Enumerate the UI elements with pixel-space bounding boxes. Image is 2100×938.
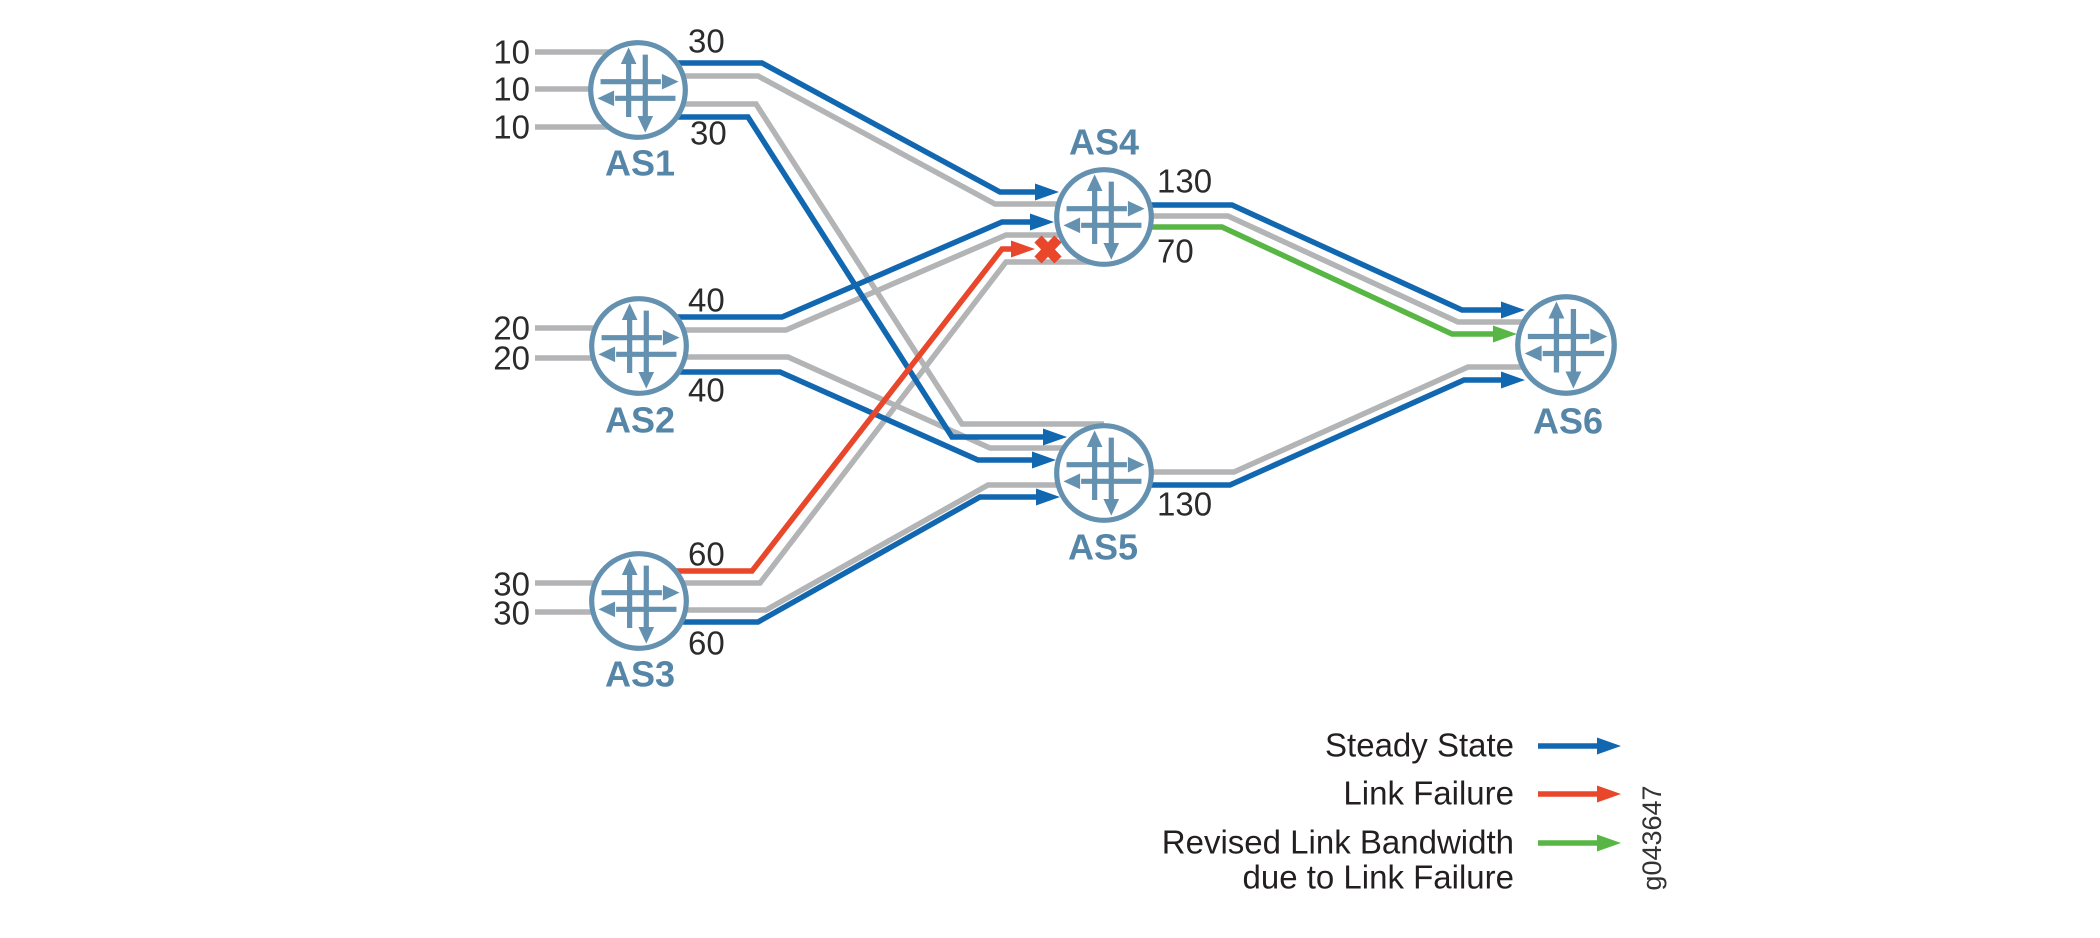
as4-out-top-value: 130 [1157, 163, 1212, 200]
as3-out-top-value: 60 [688, 536, 725, 573]
as2-label: AS2 [605, 400, 675, 441]
figure-id-label: g043647 [1637, 785, 1667, 890]
legend-revised-line1-label: Revised Link Bandwidth [1162, 824, 1514, 861]
as2-in2-value: 20 [493, 340, 530, 377]
ingress-links [535, 49, 640, 615]
link-as2-as5-gray [639, 354, 1104, 451]
as3-in1-value: 30 [493, 566, 530, 603]
link-as4-as6-gray [1104, 213, 1566, 325]
as3-label: AS3 [605, 654, 675, 695]
as2-out-bottom-value: 40 [688, 372, 725, 409]
as3-router-icon [592, 554, 687, 649]
as1-in1-value: 10 [493, 34, 530, 71]
link-as2-as5-steady [639, 369, 1056, 469]
link-as1-as5-gray [638, 101, 1104, 427]
link-as3-as4-failure [639, 240, 1035, 574]
as3-in2-value: 30 [493, 595, 530, 632]
as1-out-bottom-value: 30 [690, 115, 727, 152]
as6-router-icon [1518, 297, 1614, 393]
link-as5-as6-gray [1104, 364, 1566, 475]
as1-out-top-value: 30 [688, 23, 725, 60]
link-as3-as5-steady [639, 488, 1060, 625]
as2-router-icon [592, 299, 687, 394]
as2-out-top-value: 40 [688, 282, 725, 319]
as4-router-icon [1057, 170, 1152, 265]
link-as2-as4-steady [639, 213, 1054, 320]
as1-in3-value: 10 [493, 109, 530, 146]
as6-label: AS6 [1533, 401, 1603, 442]
as1-in2-value: 10 [493, 71, 530, 108]
as1-router-icon [591, 43, 686, 138]
as2-in1-value: 20 [493, 310, 530, 347]
legend-link-failure-label: Link Failure [1343, 775, 1514, 812]
link-as2-as4-gray [639, 232, 1104, 333]
legend-steady-state-label: Steady State [1325, 727, 1514, 764]
as4-out-bottom-value: 70 [1157, 233, 1194, 270]
as5-label: AS5 [1068, 527, 1138, 568]
link-as3-as5-gray [639, 482, 1104, 613]
link-as4-as6-revised [1104, 224, 1517, 343]
as3-out-bottom-value: 60 [688, 625, 725, 662]
link-failure-x-icon [1034, 235, 1062, 264]
as4-label: AS4 [1069, 122, 1139, 163]
legend: Steady State Link Failure Revised Link B… [1162, 727, 1667, 896]
as5-router-icon [1057, 426, 1152, 521]
link-as5-as6-steady [1104, 371, 1525, 488]
link-as4-as6-steady [1104, 202, 1525, 319]
steady-state-links [638, 60, 1525, 625]
as5-out-value: 130 [1157, 486, 1212, 523]
node-labels: AS1 AS2 AS3 AS4 AS5 AS6 [605, 122, 1603, 695]
bandwidth-labels: 10 10 10 30 30 20 20 40 40 30 30 60 60 1… [493, 23, 1212, 662]
link-as1-as5-steady [638, 114, 1067, 446]
legend-revised-line2-label: due to Link Failure [1243, 859, 1515, 896]
reverse-links [638, 73, 1566, 613]
link-as1-as4-steady [638, 60, 1059, 201]
as1-label: AS1 [605, 143, 675, 184]
link-as1-as4-gray [638, 73, 1104, 207]
